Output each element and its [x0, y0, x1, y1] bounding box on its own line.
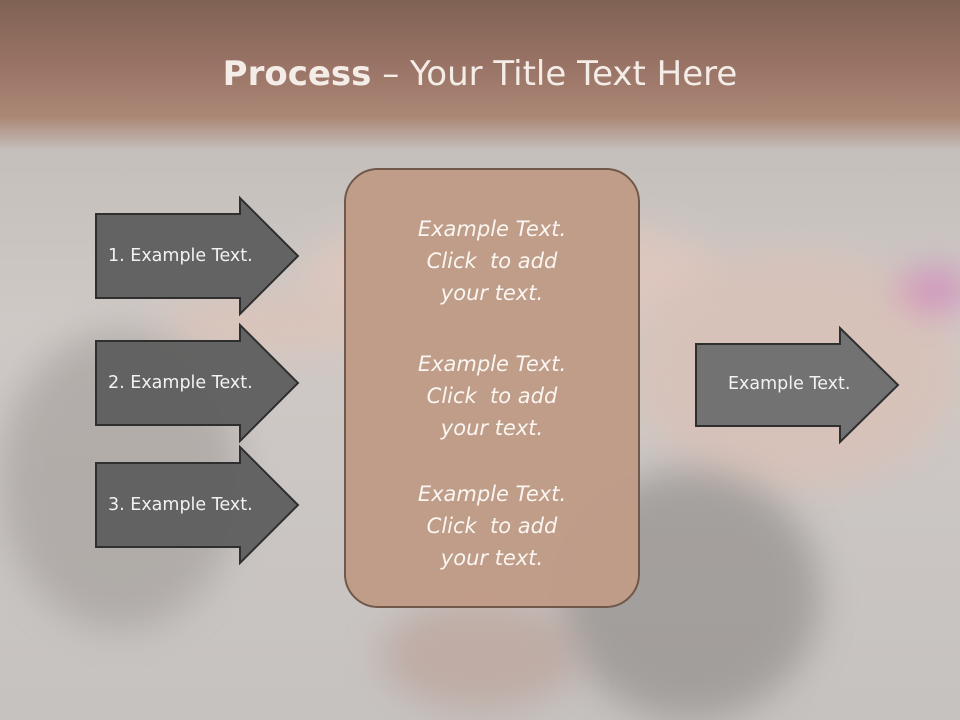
center-text-block-3[interactable]: Example Text. Click to add your text.	[417, 482, 567, 570]
title-dash: –	[371, 54, 411, 94]
center-text-block-2[interactable]: Example Text. Click to add your text.	[417, 352, 567, 440]
left-arrow-1-label: 1. Example Text.	[108, 246, 253, 266]
center-text-box[interactable]	[344, 168, 640, 608]
left-arrow-2[interactable]	[95, 322, 300, 444]
title-band	[0, 0, 960, 150]
left-arrow-3-label: 3. Example Text.	[108, 495, 253, 515]
left-arrow-1[interactable]	[95, 195, 300, 317]
page-title: Process – Your Title Text Here	[0, 52, 960, 96]
left-arrow-3[interactable]	[95, 444, 300, 566]
title-bold: Process	[222, 54, 372, 94]
center-text-block-1[interactable]: Example Text. Click to add your text.	[417, 217, 567, 305]
title-rest: Your Title Text Here	[410, 54, 738, 94]
left-arrow-2-label: 2. Example Text.	[108, 373, 253, 393]
right-arrow[interactable]	[695, 325, 900, 445]
right-arrow-label: Example Text.	[728, 374, 851, 394]
